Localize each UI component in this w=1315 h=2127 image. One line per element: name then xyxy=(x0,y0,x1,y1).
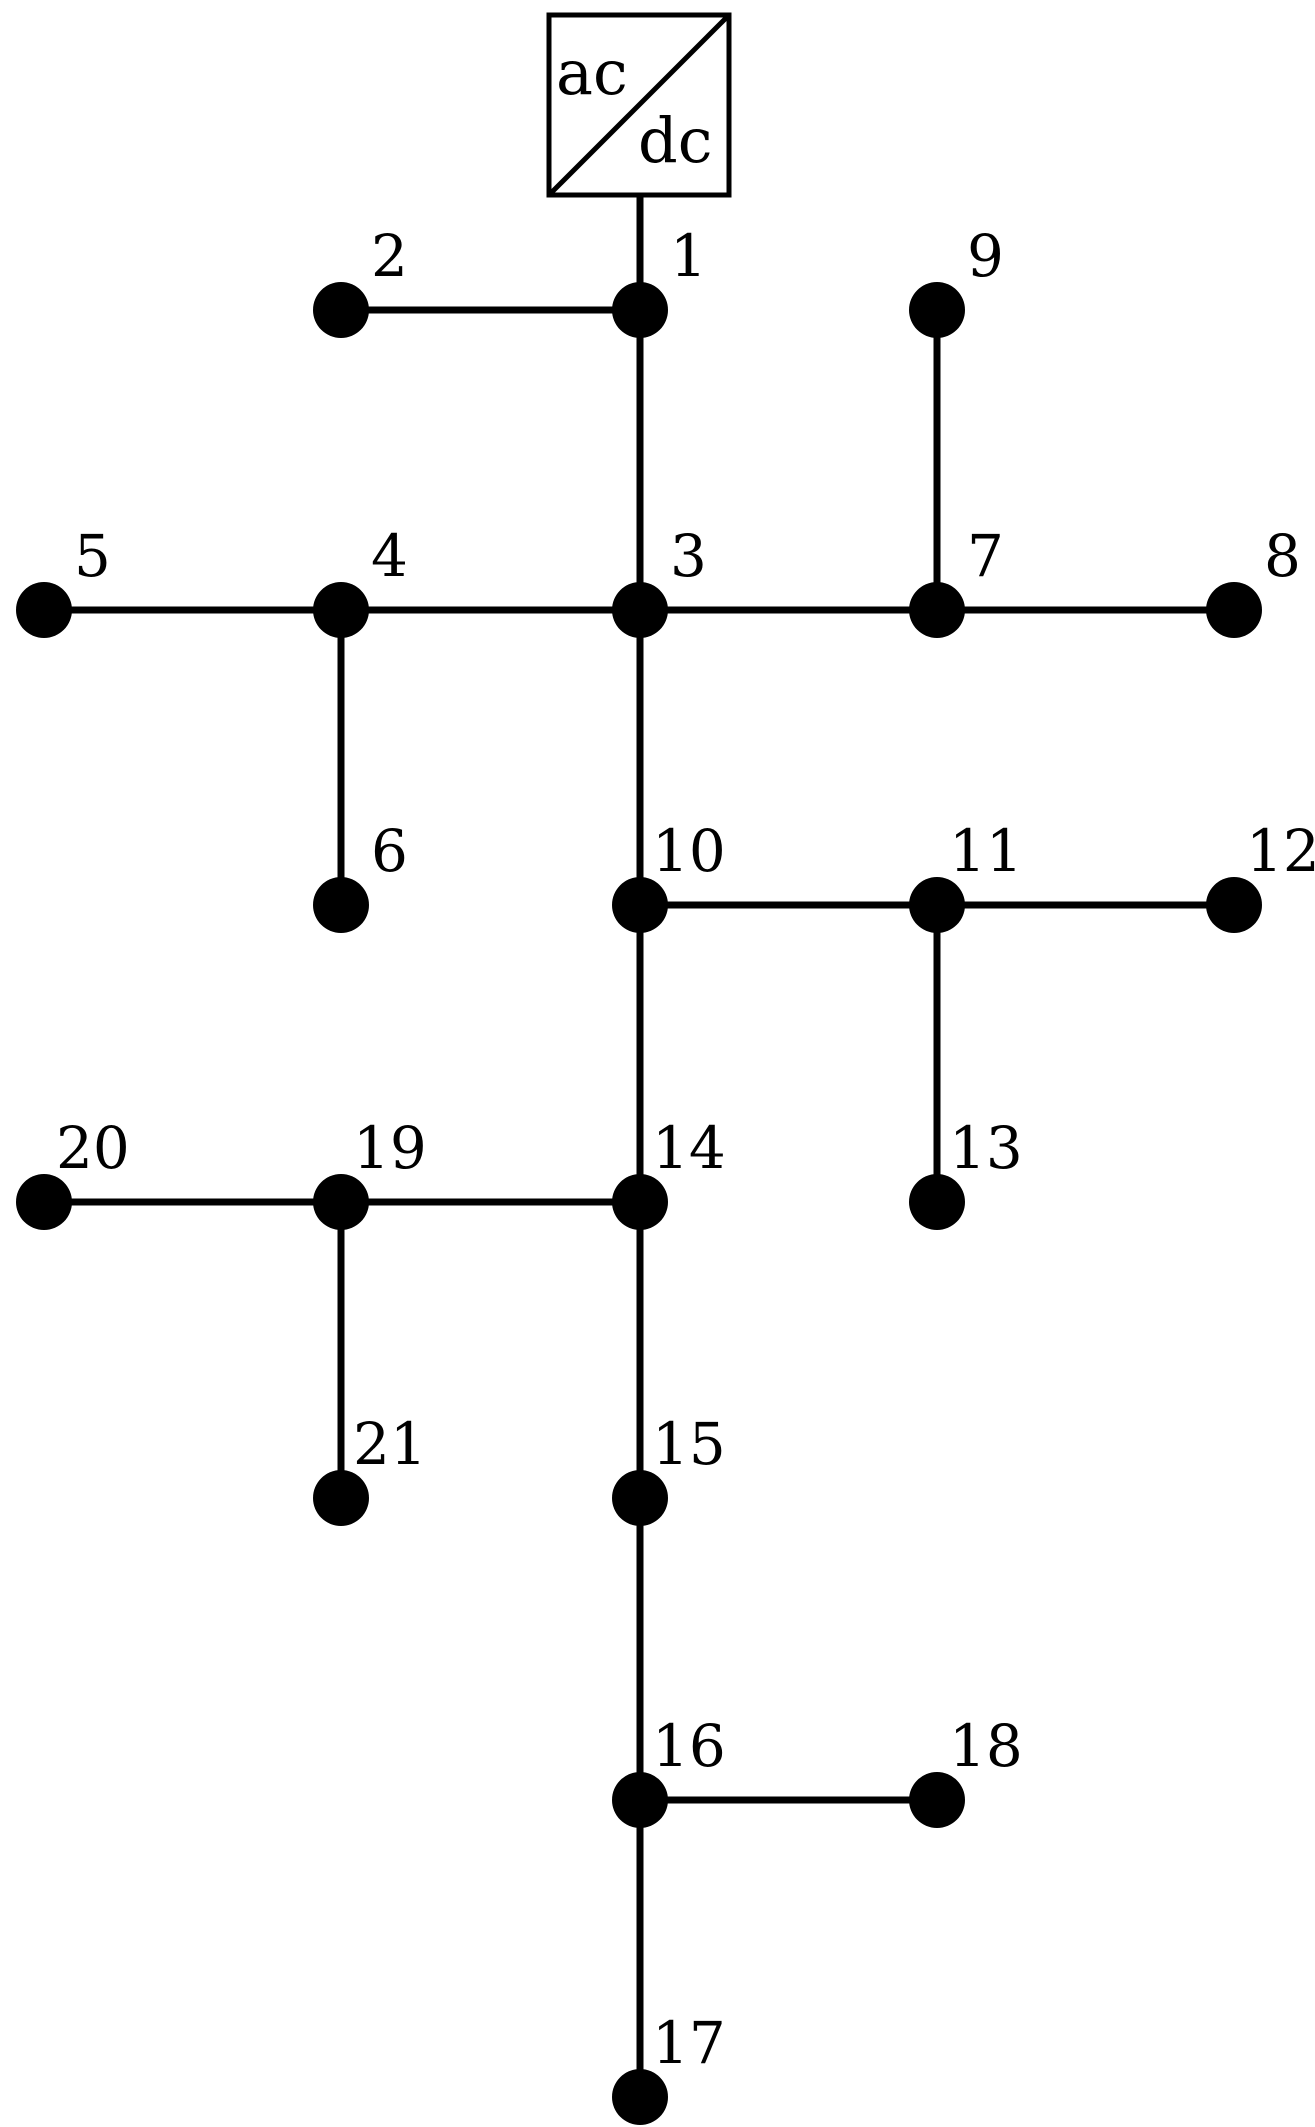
node-label-2: 2 xyxy=(371,222,408,290)
node-label-7: 7 xyxy=(967,522,1004,590)
node-label-12: 12 xyxy=(1246,817,1315,885)
node-7 xyxy=(909,582,965,638)
converter-divider xyxy=(547,13,731,197)
node-17 xyxy=(612,2069,668,2125)
node-12 xyxy=(1206,877,1262,933)
node-label-10: 10 xyxy=(652,817,726,885)
node-label-15: 15 xyxy=(652,1410,726,1478)
node-19 xyxy=(313,1174,369,1230)
node-18 xyxy=(909,1772,965,1828)
edges-layer xyxy=(44,306,1234,2097)
node-3 xyxy=(612,582,668,638)
node-label-8: 8 xyxy=(1264,522,1301,590)
node-13 xyxy=(909,1174,965,1230)
node-6 xyxy=(313,877,369,933)
ac-dc-converter: ac dc xyxy=(546,12,732,198)
node-15 xyxy=(612,1470,668,1526)
node-label-21: 21 xyxy=(353,1410,427,1478)
node-5 xyxy=(16,582,72,638)
node-14 xyxy=(612,1174,668,1230)
node-1 xyxy=(612,282,668,338)
node-10 xyxy=(612,877,668,933)
node-label-6: 6 xyxy=(371,817,408,885)
node-4 xyxy=(313,582,369,638)
node-16 xyxy=(612,1772,668,1828)
node-label-16: 16 xyxy=(652,1712,726,1780)
node-11 xyxy=(909,877,965,933)
node-2 xyxy=(313,282,369,338)
node-label-17: 17 xyxy=(652,2009,726,2077)
node-label-3: 3 xyxy=(670,522,707,590)
nodes-layer xyxy=(16,282,1262,2125)
node-label-5: 5 xyxy=(74,522,111,590)
node-label-20: 20 xyxy=(56,1114,130,1182)
node-label-4: 4 xyxy=(371,522,408,590)
node-21 xyxy=(313,1470,369,1526)
node-label-11: 11 xyxy=(949,817,1023,885)
node-label-14: 14 xyxy=(652,1114,726,1182)
node-9 xyxy=(909,282,965,338)
node-label-13: 13 xyxy=(949,1114,1023,1182)
converter-dc-label: dc xyxy=(638,104,712,177)
node-label-9: 9 xyxy=(967,222,1004,290)
converter-ac-label: ac xyxy=(556,36,628,109)
node-label-18: 18 xyxy=(949,1712,1023,1780)
node-8 xyxy=(1206,582,1262,638)
node-label-19: 19 xyxy=(353,1114,427,1182)
node-label-1: 1 xyxy=(670,222,707,290)
node-20 xyxy=(16,1174,72,1230)
